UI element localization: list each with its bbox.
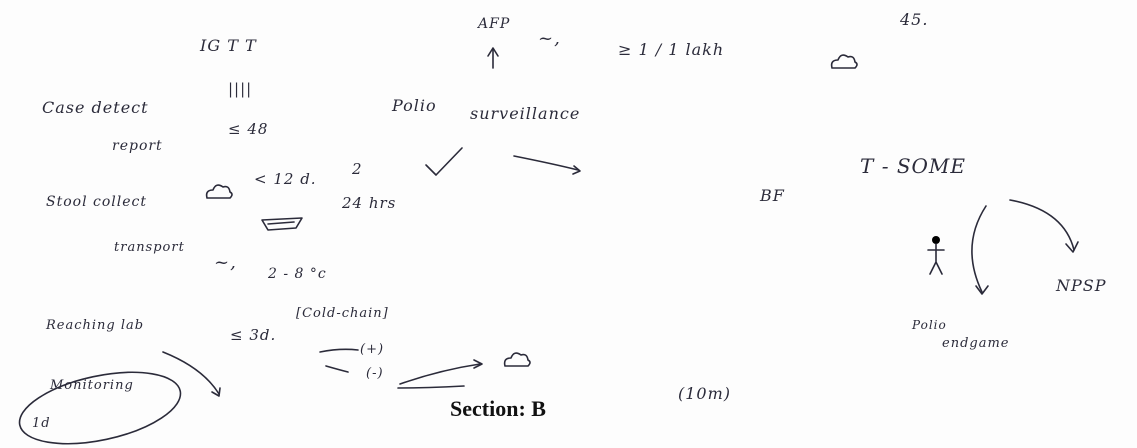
report-label: report (112, 138, 163, 154)
cold-chain-label: [Cold-chain] (296, 306, 389, 321)
polio-endgame-line1: Polio (912, 318, 947, 332)
transport-temperature: 2 - 8 °c (268, 266, 327, 282)
tally-marks: |||| (228, 80, 253, 98)
minus-long-arrowhead (473, 359, 483, 369)
monitoring-time: 1d (32, 416, 51, 431)
section-label: Section: B (450, 396, 546, 421)
polio-endgame-line2: endgame (942, 336, 1010, 351)
afp-rate: ≥ 1 / 1 lakh (618, 40, 725, 59)
check-mark (425, 147, 463, 176)
plus-result: (+) (360, 342, 385, 357)
container-sketch (261, 217, 303, 231)
tsome-right-arrowhead (1065, 241, 1079, 253)
ten-minutes-note: (10m) (678, 384, 732, 403)
afp-tilde: ~, (538, 28, 561, 49)
reaching-time: ≤ 3d. (230, 326, 277, 344)
igt-note: IG T T (200, 36, 257, 55)
monitoring-label: Monitoring (50, 378, 134, 393)
monitoring-circle (18, 371, 182, 445)
cup-doodle-top (830, 54, 858, 69)
cup-doodle-stool (205, 184, 233, 199)
surveillance-arrowhead (572, 165, 581, 175)
case-detect-label: Case detect (42, 98, 149, 117)
npsp-label: NPSP (1056, 276, 1107, 295)
tsome-left-arrow (971, 205, 987, 293)
stick-figure-head (932, 236, 940, 244)
monitoring-arrowhead (211, 387, 221, 397)
minus-result: (-) (366, 366, 384, 381)
report-time: ≤ 48 (228, 120, 269, 138)
bottom-arrow (397, 385, 465, 389)
t-some-label: T - SOME (860, 154, 966, 178)
reaching-lab-label: Reaching lab (46, 318, 145, 333)
stool-24-hours: 24 hrs (342, 194, 397, 212)
stool-two: 2 (352, 160, 363, 178)
stick-figure-body (927, 243, 945, 275)
surveillance-label: surveillance (470, 104, 581, 123)
afp-arrow-head (487, 47, 499, 57)
afp-label: AFP (478, 16, 511, 32)
polio-label: Polio (392, 96, 437, 115)
surveillance-arrow (513, 155, 579, 171)
plus-arrow (319, 348, 359, 353)
tsome-left-arrowhead (975, 285, 989, 295)
stool-time: < 12 d. (254, 170, 317, 188)
stool-collect-label: Stool collect (46, 194, 147, 210)
transport-label: transport (114, 240, 185, 255)
minus-arrow (325, 365, 349, 373)
transport-tilde: ~, (214, 252, 237, 273)
tsome-right-arrow (1009, 199, 1075, 251)
top-right-number: 45. (900, 10, 929, 29)
cup-doodle-bottom (503, 352, 531, 367)
container-line (267, 221, 295, 225)
bf-label: BF (760, 186, 785, 205)
monitoring-arrow (162, 351, 220, 395)
minus-long-arrow (399, 363, 481, 385)
